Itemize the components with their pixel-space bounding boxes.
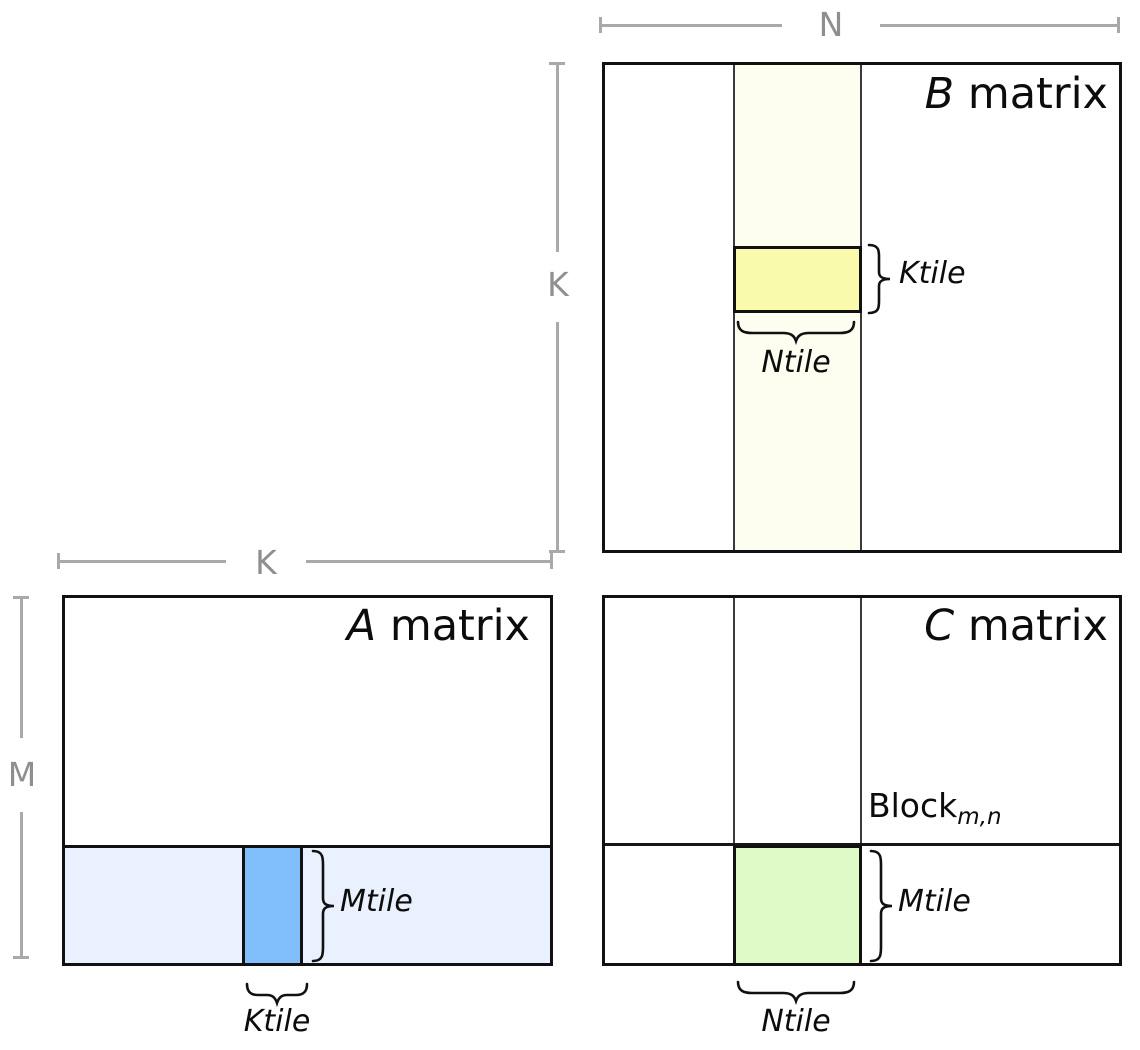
ktile-brace-icon-b [867, 243, 891, 315]
c-block-label-text: Block [868, 786, 958, 825]
c-block-label-subscript: m,n [957, 804, 1002, 830]
k-dimension-label-b: K [547, 265, 569, 304]
a-matrix-letter: A [346, 601, 377, 651]
b-matrix-rect [602, 62, 1122, 553]
b-matrix-title: B matrix [808, 69, 1108, 119]
c-row-line [602, 843, 1122, 846]
ktile-brace-icon-a [245, 982, 309, 1008]
k-dimension-tick-a-left [57, 553, 60, 569]
n-dimension-tick-left [599, 17, 602, 33]
ktile-label-b: Ktile [899, 256, 966, 291]
m-dimension-tick-top [13, 596, 29, 599]
mtile-label-a: Mtile [340, 884, 413, 919]
c-column-line-right [860, 595, 862, 845]
m-dimension-line-bottom [20, 812, 23, 958]
mtile-brace-icon-a [311, 849, 335, 963]
m-dimension-line-top [20, 598, 23, 738]
a-matrix-rect [62, 595, 553, 966]
mtile-label-c: Mtile [898, 884, 971, 919]
ntile-label-c: Ntile [761, 1004, 831, 1039]
k-dimension-line-b-top [556, 64, 559, 252]
k-dimension-tick-b-top [549, 62, 565, 65]
ntile-brace-icon-b [736, 320, 856, 346]
b-matrix-suffix: matrix [954, 69, 1108, 119]
c-column-line-left [733, 595, 735, 845]
k-dimension-line-a-right [306, 560, 552, 563]
k-dimension-label-a: K [255, 543, 277, 582]
mtile-brace-icon-c [869, 849, 893, 963]
c-block-label: Blockm,n [868, 786, 1002, 832]
c-matrix-title: C matrix [808, 601, 1108, 651]
c-matrix-suffix: matrix [954, 601, 1108, 651]
m-dimension-label: M [7, 755, 37, 794]
n-dimension-line-left [600, 24, 782, 27]
k-dimension-tick-b-bottom [549, 550, 565, 553]
ntile-label-b: Ntile [761, 345, 831, 380]
b-ktile-ntile-block [733, 246, 862, 313]
a-mtile-ktile-block [242, 845, 303, 966]
k-dimension-line-b-bottom [556, 322, 559, 552]
c-matrix-rect [602, 595, 1122, 966]
n-dimension-tick-right [1117, 17, 1120, 33]
ntile-brace-icon-c [736, 980, 856, 1006]
b-matrix-letter: B [924, 69, 955, 119]
a-mtile-row [62, 845, 553, 966]
c-matrix-letter: C [924, 601, 955, 651]
k-dimension-line-a-left [58, 560, 226, 563]
ktile-label-a: Ktile [243, 1004, 311, 1039]
k-dimension-tick-a-right [550, 553, 553, 569]
n-dimension-line-right [880, 24, 1120, 27]
a-matrix-title: A matrix [230, 601, 530, 651]
n-dimension-label: N [818, 5, 844, 44]
m-dimension-tick-bottom [13, 956, 29, 959]
a-matrix-suffix: matrix [376, 601, 530, 651]
